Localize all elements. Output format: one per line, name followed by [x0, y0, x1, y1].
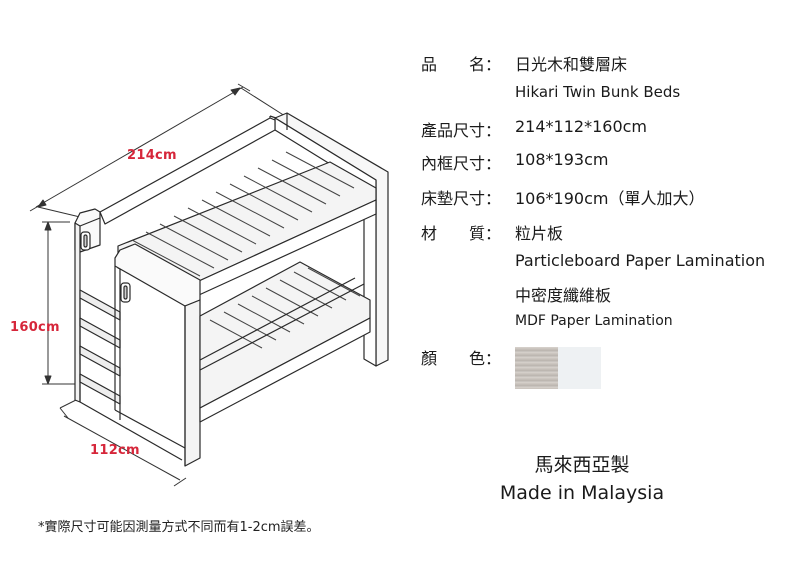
color-swatch-white — [558, 347, 601, 389]
spec-material-value: 粒片板 — [515, 224, 564, 243]
upper-slats — [131, 151, 355, 277]
spec-size: 產品尺寸： 214*112*160cm — [421, 117, 647, 141]
spec-color: 顏 色： — [421, 345, 501, 369]
spec-name-label: 品 名： — [421, 55, 502, 74]
spec-frame-value: 108*193cm — [515, 150, 609, 169]
spec-color-label: 顏 色： — [421, 349, 502, 368]
spec-frame-label: 內框尺寸： — [421, 154, 502, 173]
spec-material-english: Particleboard Paper Lamination — [515, 251, 766, 270]
spec-mattress-label: 床墊尺寸： — [421, 189, 502, 208]
spec-mattress: 床墊尺寸： 106*190cm（單人加大） — [421, 185, 704, 209]
bunk-bed-drawing — [29, 83, 389, 487]
spec-size-label: 產品尺寸： — [421, 121, 502, 140]
spec-size-value: 214*112*160cm — [515, 117, 647, 136]
spec-material-label: 材 質： — [421, 224, 502, 243]
left-end-panel — [74, 208, 101, 403]
ladder-shelves — [79, 266, 183, 461]
height-dimension-label: 160cm — [10, 320, 60, 335]
spec-name-english: Hikari Twin Bunk Beds — [515, 83, 681, 101]
made-in-english: Made in Malaysia — [499, 482, 665, 504]
measurement-footnote: *實際尺寸可能因測量方式不同而有1-2cm誤差。 — [38, 520, 320, 535]
spec-material-2-english: MDF Paper Lamination — [515, 313, 673, 329]
dimension-lines — [29, 83, 286, 487]
right-end-panel — [114, 243, 201, 467]
spec-material: 材 質： 粒片板 — [421, 220, 563, 244]
spec-material-2: 中密度纖維板 — [515, 286, 612, 305]
spec-name-value: 日光木和雙層床 — [515, 55, 628, 74]
depth-dimension-label: 112cm — [90, 443, 140, 458]
lower-bed — [199, 261, 371, 423]
color-swatch-grey-wood — [515, 347, 558, 389]
spec-frame: 內框尺寸： 108*193cm — [421, 150, 608, 174]
made-in-chinese: 馬來西亞製 — [534, 454, 630, 476]
width-dimension-label: 214cm — [127, 148, 177, 163]
spec-name: 品 名： 日光木和雙層床 — [421, 51, 627, 75]
spec-mattress-value: 106*190cm（單人加大） — [515, 189, 705, 208]
